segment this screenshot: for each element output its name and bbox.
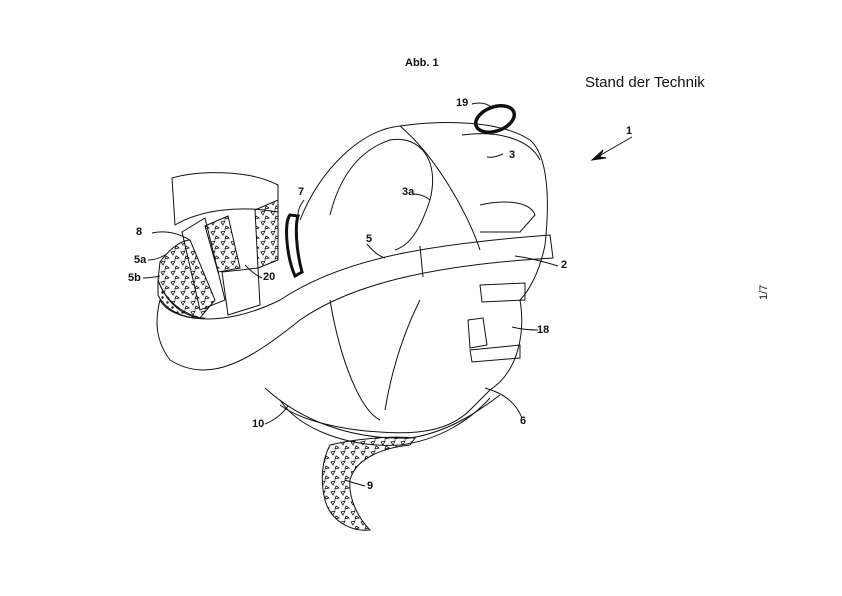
arrow-head <box>590 149 607 161</box>
pad-9 <box>321 436 416 531</box>
reference-label-5a: 5a <box>134 254 147 266</box>
padding-5b <box>157 279 206 319</box>
buckle-18-top <box>479 282 526 303</box>
reference-label-3: 3 <box>509 149 516 161</box>
reference-label-8: 8 <box>136 226 143 238</box>
reference-label-19: 19 <box>456 97 469 109</box>
padding-textured <box>204 215 241 273</box>
reference-label-10: 10 <box>252 418 265 430</box>
reference-label-9: 9 <box>367 480 374 492</box>
reference-label-5b: 5b <box>128 272 141 284</box>
prior-art-caption: Stand der Technik <box>585 74 705 91</box>
reference-label-6: 6 <box>520 415 527 427</box>
reference-label-18: 18 <box>537 324 550 336</box>
reference-label-2: 2 <box>561 259 568 271</box>
reference-label-1: 1 <box>626 125 633 137</box>
strap-3a <box>329 138 434 251</box>
reference-label-5: 5 <box>366 233 373 245</box>
reference-label-3a: 3a <box>402 186 415 198</box>
chest-pad <box>479 201 536 233</box>
strap-3 <box>399 125 481 251</box>
harness-body <box>279 122 548 434</box>
d-ring-19 <box>474 104 516 134</box>
buckle-20 <box>221 267 261 316</box>
reference-label-20: 20 <box>263 271 276 283</box>
figure-title: Abb. 1 <box>405 57 439 69</box>
d-ring-7 <box>285 213 304 279</box>
belt-5 <box>156 234 554 371</box>
strap-10 <box>264 387 501 439</box>
reference-label-7: 7 <box>298 186 305 198</box>
